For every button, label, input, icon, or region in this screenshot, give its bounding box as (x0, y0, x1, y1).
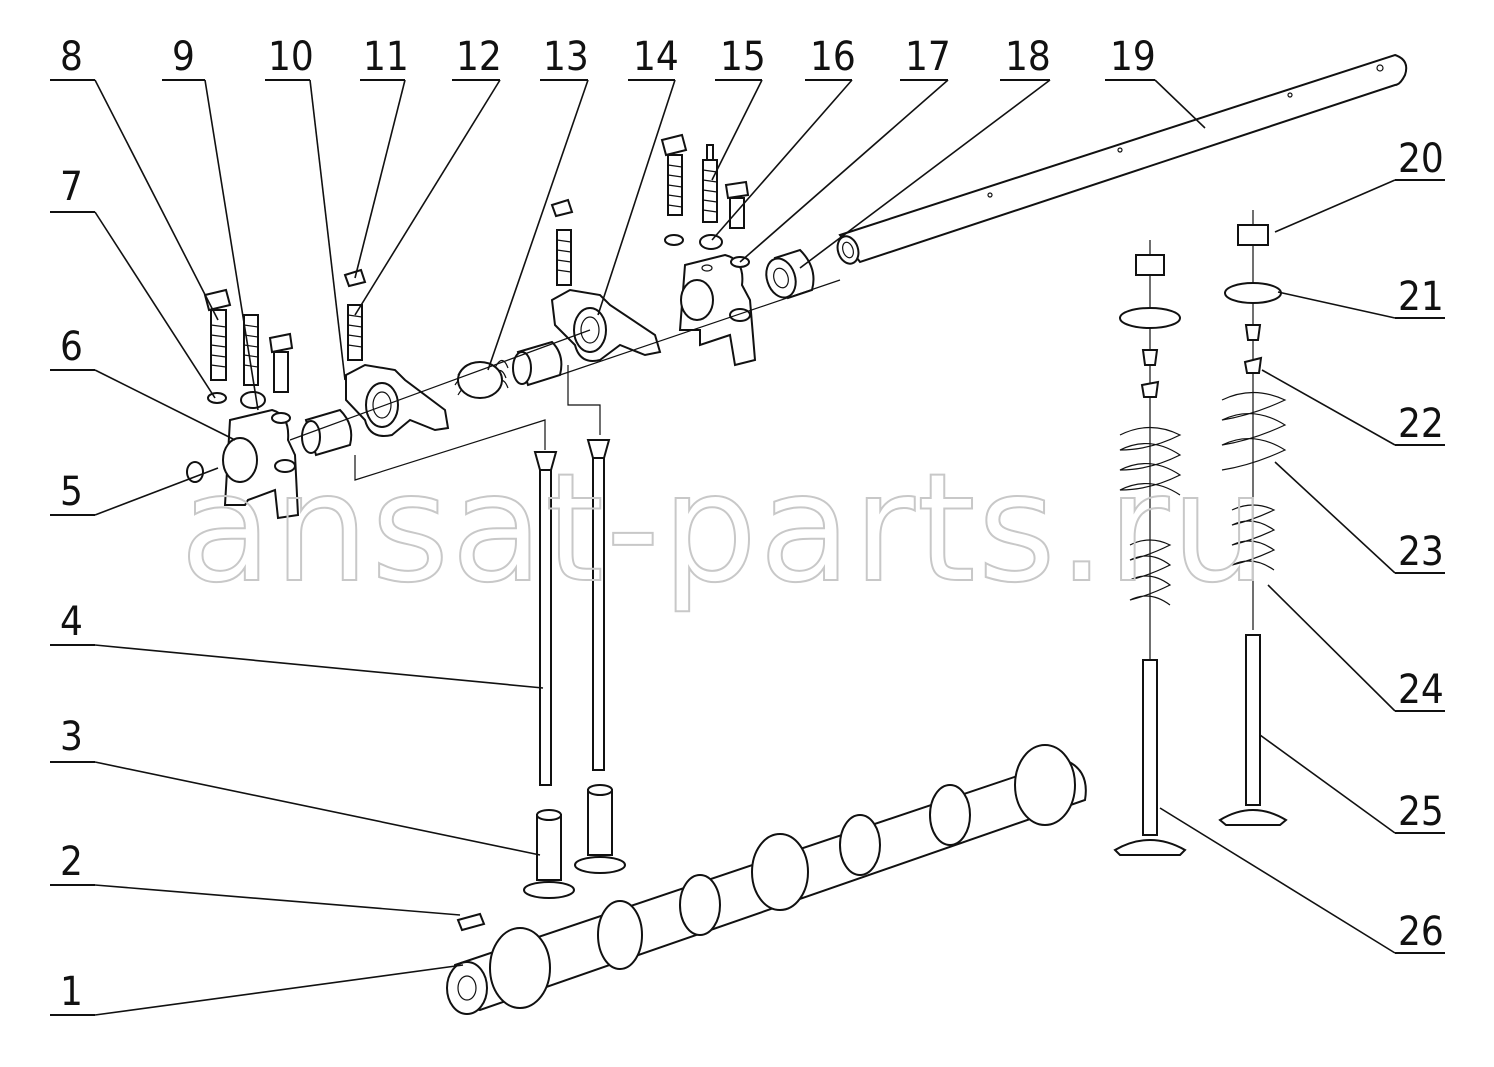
callout-12: 12 (354, 34, 502, 316)
callout-26: 26 (1159, 807, 1445, 955)
callout-label-17: 17 (905, 34, 951, 80)
callout-24: 24 (1267, 584, 1445, 713)
part-spacer-ring (765, 248, 815, 300)
callout-label-15: 15 (720, 34, 766, 80)
part-bracket-left (186, 288, 300, 520)
callout-label-9: 9 (172, 34, 195, 80)
callout-2: 2 (50, 839, 461, 916)
part-camshaft (446, 744, 1087, 1015)
callout-16: 16 (711, 34, 856, 241)
callout-label-3: 3 (60, 714, 83, 760)
callout-5: 5 (50, 467, 219, 516)
callout-label-25: 25 (1398, 789, 1444, 835)
part-push-rods (533, 439, 611, 786)
part-valve-left (1113, 254, 1187, 856)
callout-9: 9 (162, 34, 259, 411)
callout-label-4: 4 (60, 599, 83, 645)
part-rocker-shaft (836, 53, 1408, 265)
callout-3: 3 (50, 714, 541, 856)
callout-7: 7 (50, 164, 216, 399)
callout-label-19: 19 (1110, 34, 1156, 80)
callout-label-5: 5 (60, 469, 83, 515)
callout-label-12: 12 (456, 34, 502, 80)
callout-23: 23 (1274, 461, 1445, 575)
callout-label-26: 26 (1398, 909, 1444, 955)
callout-25: 25 (1259, 734, 1445, 835)
callout-22: 22 (1261, 369, 1445, 447)
callout-label-23: 23 (1398, 529, 1444, 575)
callout-label-14: 14 (633, 34, 679, 80)
part-bolts-right (660, 133, 750, 268)
assembly-axis-lines (289, 210, 1254, 670)
callout-14: 14 (597, 34, 679, 316)
callout-13: 13 (487, 34, 589, 371)
callout-label-13: 13 (543, 34, 589, 80)
callout-label-2: 2 (60, 839, 83, 885)
part-rocker-arm-right (550, 198, 662, 362)
callout-19: 19 (1105, 34, 1206, 129)
callout-4: 4 (50, 599, 544, 689)
part-key (456, 912, 486, 932)
callout-label-24: 24 (1398, 667, 1444, 713)
callout-15: 15 (711, 34, 766, 181)
part-valve-right (1218, 224, 1288, 826)
callout-8: 8 (50, 34, 219, 321)
callout-label-7: 7 (60, 164, 83, 210)
parts-drawing (186, 53, 1408, 1015)
callout-label-20: 20 (1398, 136, 1444, 182)
callout-21: 21 (1277, 274, 1445, 320)
callout-10: 10 (265, 34, 346, 381)
part-bracket-right (678, 253, 757, 367)
callout-1: 1 (50, 964, 464, 1016)
callout-20: 20 (1274, 136, 1445, 233)
callout-6: 6 (50, 324, 236, 441)
callout-label-1: 1 (60, 969, 83, 1015)
callout-label-10: 10 (268, 34, 314, 80)
callout-labels: 1 2 3 4 5 6 7 (50, 34, 1445, 1016)
callout-label-8: 8 (60, 34, 83, 80)
part-tappets (523, 784, 626, 899)
callout-18: 18 (799, 34, 1051, 269)
callout-label-16: 16 (810, 34, 856, 80)
callout-label-6: 6 (60, 324, 83, 370)
callout-11: 11 (354, 34, 409, 279)
callout-label-21: 21 (1398, 274, 1444, 320)
part-bushing-spring (454, 340, 563, 399)
callout-label-11: 11 (363, 34, 409, 80)
watermark-text: ansat-parts.ru (180, 442, 1268, 616)
callout-label-18: 18 (1005, 34, 1051, 80)
callout-label-22: 22 (1398, 401, 1444, 447)
callout-17: 17 (739, 34, 951, 263)
